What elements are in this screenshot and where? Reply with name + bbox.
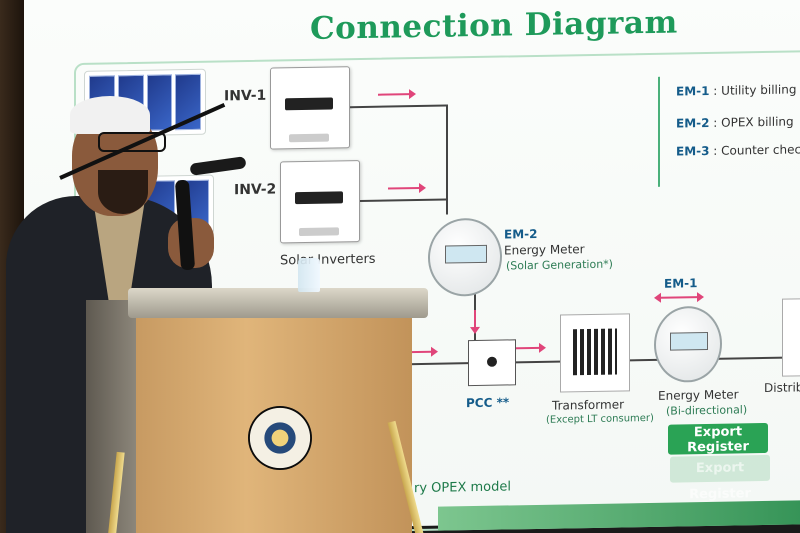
arrow-left-grid	[410, 350, 432, 354]
inverter-1	[270, 66, 350, 150]
podium-seal-logo	[248, 406, 312, 470]
speaker-beard	[98, 170, 148, 214]
legend-row: EM-2 : OPEX billing	[676, 114, 794, 131]
em1-note: (Bi-directional)	[666, 403, 748, 418]
em1-tag: EM-1	[664, 276, 698, 291]
water-bottle	[298, 258, 320, 292]
podium-top	[128, 288, 428, 318]
solar-inverters-label: Solar Inverters	[280, 251, 376, 269]
bottom-note: ry OPEX model	[414, 479, 511, 497]
slide-title: Connection Diagram	[310, 4, 678, 47]
pcc-node	[468, 339, 516, 387]
transformer-note: (Except LT consumer)	[546, 412, 654, 426]
legend-row: EM-1 : Utility billing	[676, 82, 797, 99]
inv2-label: INV-2	[234, 181, 277, 199]
transformer-icon	[560, 313, 630, 393]
distribution-label: Distribu	[764, 380, 800, 395]
export-register-reflection: Export Register	[670, 454, 770, 502]
transformer-label: Transformer	[552, 397, 625, 413]
em1-name: Energy Meter	[658, 387, 739, 403]
speaker-cap	[70, 96, 150, 134]
export-register-button[interactable]: Export Register	[668, 422, 768, 455]
meter-legend: EM-1 : Utility billing EM-2 : OPEX billi…	[658, 73, 800, 187]
inverter-2	[280, 160, 360, 244]
em2-name: Energy Meter	[504, 242, 585, 258]
distribution-pole-icon	[782, 297, 800, 377]
em2-tag: EM-2	[504, 226, 538, 242]
arrow-down-pcc	[474, 310, 476, 329]
speaker-glasses	[98, 132, 166, 152]
inv1-label: INV-1	[224, 87, 267, 105]
wire-bus	[446, 104, 448, 215]
em2-note: (Solar Generation*)	[506, 257, 613, 273]
legend-row: EM-3 : Counter checking	[676, 141, 800, 159]
pcc-label: PCC **	[466, 395, 510, 411]
